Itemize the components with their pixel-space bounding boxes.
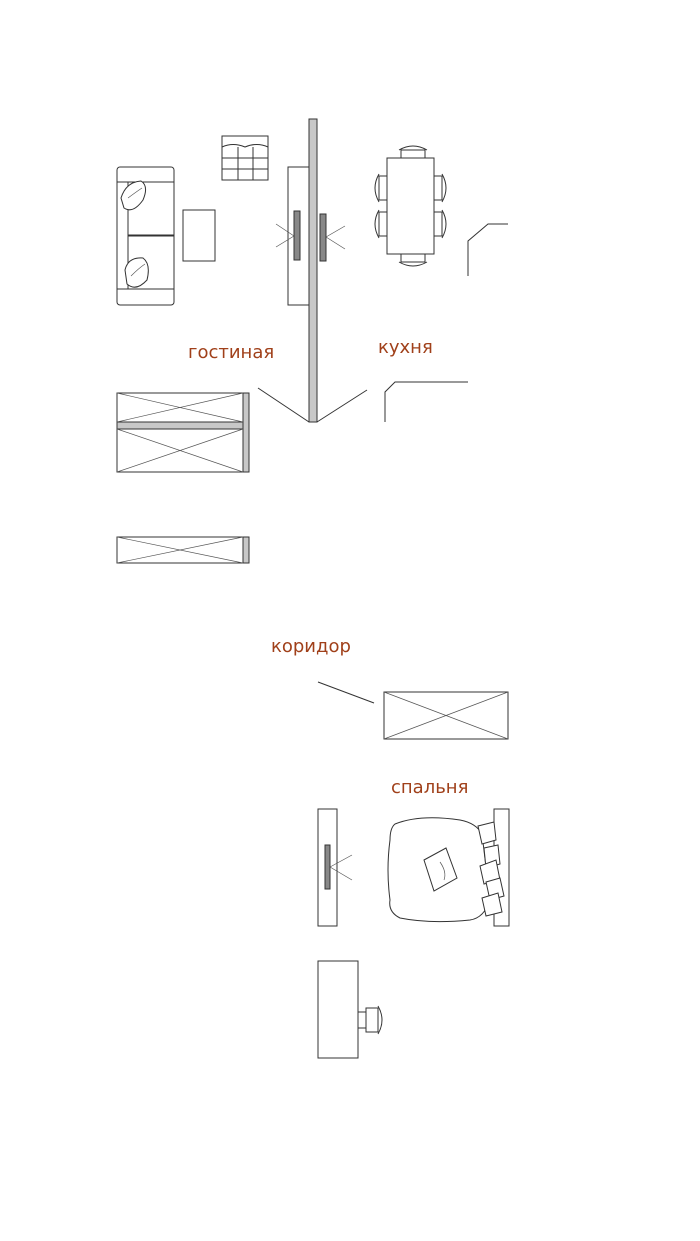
kitchen-counter [467, 223, 508, 276]
chair-icon [358, 1005, 383, 1035]
tv-icon [324, 844, 353, 890]
dining-table-icon [374, 145, 447, 267]
kitchen-counter-lower [384, 381, 468, 422]
room-label-bedroom: спальня [391, 777, 469, 798]
sofa-icon [116, 166, 175, 306]
wardrobe-icon [116, 392, 250, 473]
room-label-kitchen: кухня [378, 337, 433, 358]
tv-icon [275, 210, 301, 261]
coffee-table [182, 209, 216, 262]
partition-wall [308, 118, 318, 423]
door-swing-corridor [317, 681, 375, 704]
tv-icon [319, 213, 346, 262]
room-label-corridor: коридор [271, 636, 351, 657]
door-swing-right [316, 389, 368, 423]
wardrobe-icon [116, 536, 250, 564]
room-label-living-room: гостиная [188, 342, 275, 363]
wardrobe-icon [383, 691, 509, 740]
armchair-icon [221, 135, 269, 181]
desk-icon [317, 960, 359, 1059]
door-swing-left [257, 387, 310, 423]
bed-icon [387, 808, 510, 927]
